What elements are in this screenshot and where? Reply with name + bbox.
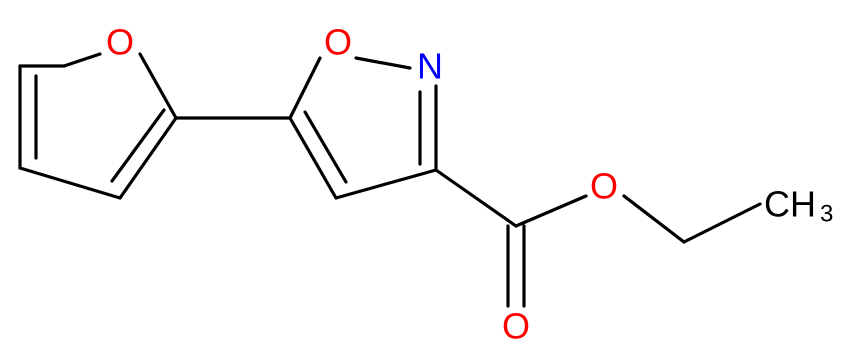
bond-isoxazole-c5-o [288, 56, 322, 120]
atom-labels: O O N O O CH 3 [106, 22, 833, 347]
bond-ch2-ch3 [682, 202, 762, 244]
ester-oxygen-label: O [590, 166, 618, 207]
bond-ester-o-ch2 [622, 194, 686, 244]
isoxazole-oxygen-label: O [324, 22, 352, 63]
bond-furan-c5-c6-double [110, 108, 166, 183]
furan-oxygen-label: O [106, 22, 134, 63]
bond-isoxazole-c4-c5 [288, 116, 338, 200]
bond-c3-carbonyl [434, 168, 518, 228]
bond-isoxazole-c4-c5-double [303, 110, 348, 184]
isoxazole-nitrogen-label: N [417, 46, 443, 87]
methyl-subscript: 3 [820, 201, 833, 228]
bond-furan-c5-c6 [118, 116, 178, 200]
bond-furan-o-c5 [138, 52, 178, 120]
bond-carbonyl-ester-o [514, 194, 588, 228]
bonds [18, 52, 762, 308]
bond-isoxazole-c3-c4 [334, 168, 438, 200]
bond-furan-c4-c5a [18, 166, 122, 200]
bond-furan-o-c2 [62, 52, 102, 68]
methyl-group-label: CH [764, 184, 816, 225]
carbonyl-oxygen-label: O [502, 306, 530, 347]
bond-isoxazole-o-n [354, 56, 412, 70]
